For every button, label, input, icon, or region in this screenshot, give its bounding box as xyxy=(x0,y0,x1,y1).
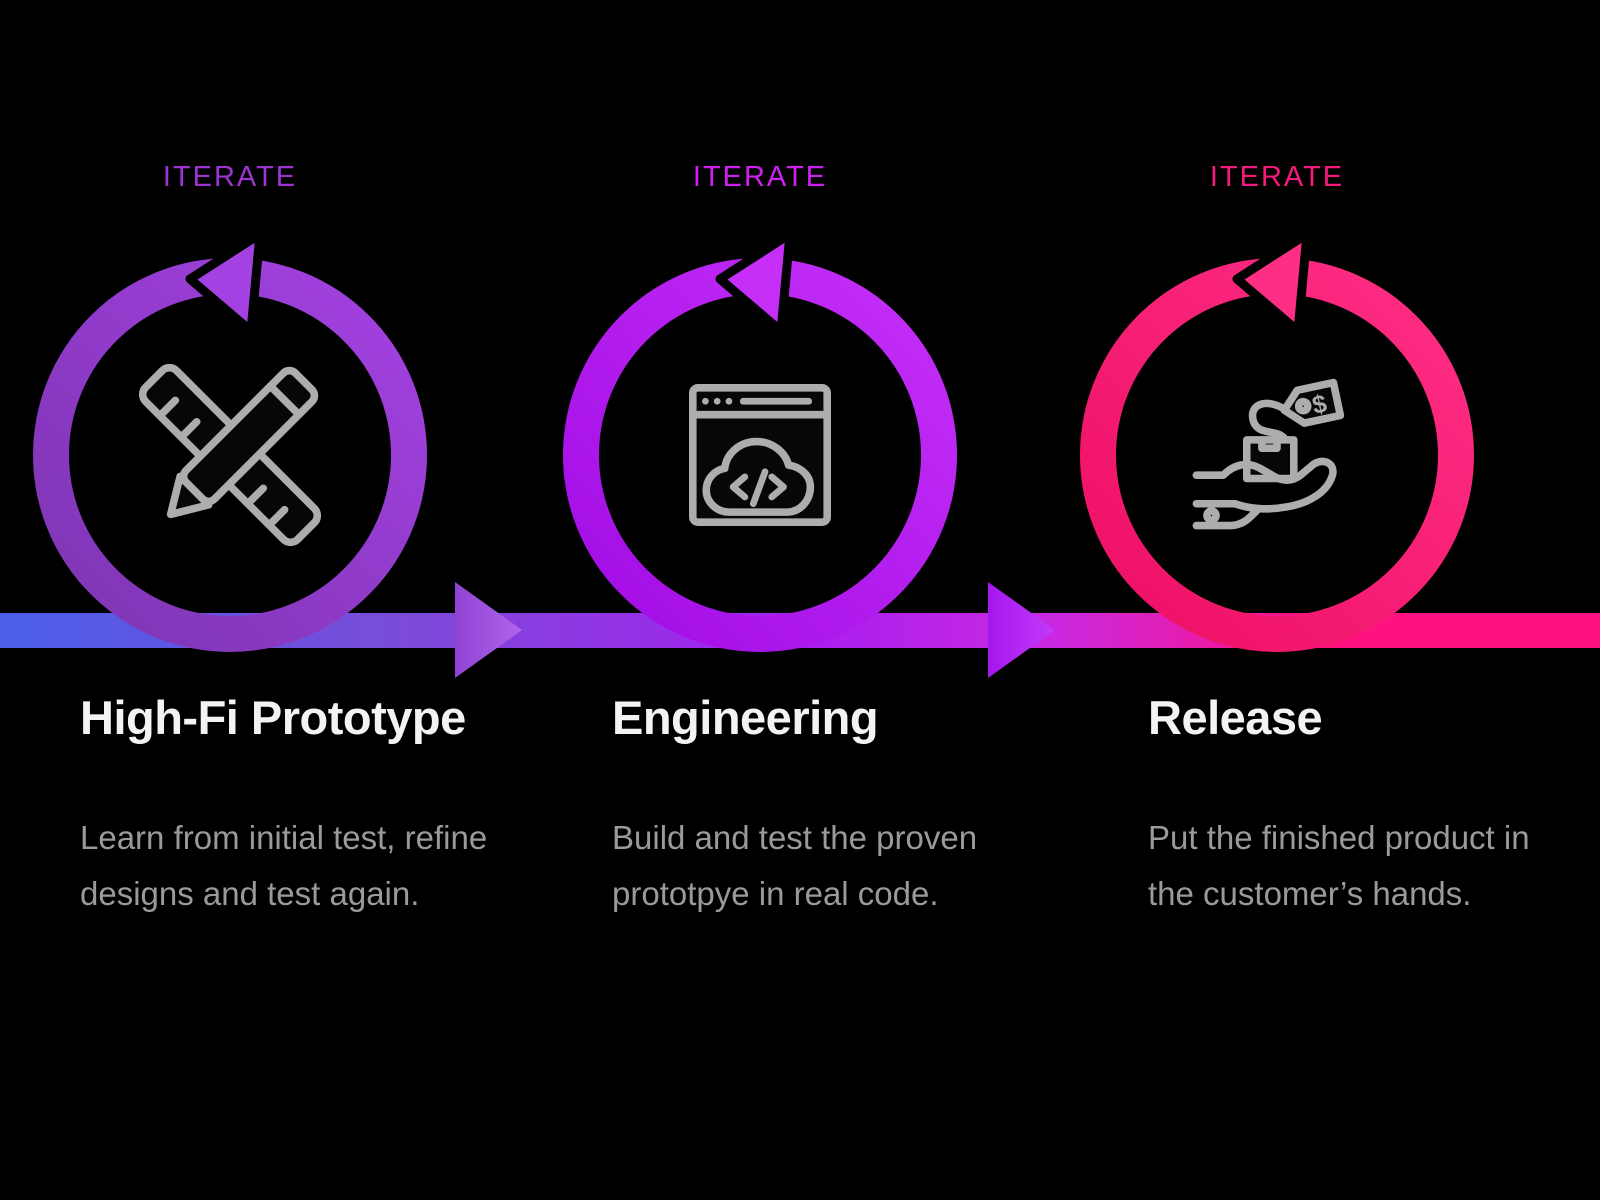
flow-arrow-2 xyxy=(988,582,1055,678)
browser-code-cloud-icon xyxy=(689,384,831,526)
cloud xyxy=(702,437,815,516)
stage-1-description-line-1: Learn from initial test, refine xyxy=(80,819,488,856)
loop-arrowhead xyxy=(1232,229,1312,336)
stage-3-description-line-1: Put the finished product in xyxy=(1148,819,1530,856)
stage-1-title: High-Fi Prototype xyxy=(80,691,466,744)
code-bracket-right xyxy=(768,473,787,501)
pencil-ruler-icon xyxy=(138,363,322,547)
code-slash xyxy=(749,468,769,508)
iterate-loop-1 xyxy=(33,229,427,652)
dollar-sign: $ xyxy=(1310,390,1330,420)
stage-2-text: Engineering Build and test the proven pr… xyxy=(612,690,1172,922)
flow-arrow-1 xyxy=(455,582,522,678)
hand-box-price-tag-icon: $ xyxy=(1192,378,1345,530)
pencil xyxy=(166,366,319,519)
stage-2-description-line-1: Build and test the proven xyxy=(612,819,978,856)
wrist-dot xyxy=(1203,507,1220,524)
stage-3-description-line-2: the customer’s hands. xyxy=(1148,875,1472,912)
stage-1-description-line-2: designs and test again. xyxy=(80,875,420,912)
stage-3-description: Put the finished product in the customer… xyxy=(1148,810,1600,922)
stage-3-title: Release xyxy=(1148,691,1323,744)
tag-string xyxy=(1248,399,1290,444)
loop-arrowhead xyxy=(185,229,265,336)
iterate-label-3: ITERATE xyxy=(1209,161,1345,193)
iterate-label-2: ITERATE xyxy=(692,161,828,193)
stage-2-description-line-2: prototpye in real code. xyxy=(612,875,939,912)
iterate-label-1: ITERATE xyxy=(162,161,298,193)
hand-palm xyxy=(1192,457,1337,513)
stage-2-title: Engineering xyxy=(612,691,879,744)
hand-wrist xyxy=(1192,506,1261,530)
code-bracket-left xyxy=(729,473,749,501)
stage-2-description: Build and test the proven prototpye in r… xyxy=(612,810,1172,922)
box-flap xyxy=(1258,436,1281,453)
iterate-loop-2 xyxy=(563,229,957,652)
stage-3-text: Release Put the finished product in the … xyxy=(1148,690,1600,922)
iterate-loop-3 xyxy=(1080,229,1474,652)
stage-1-text: High-Fi Prototype Learn from initial tes… xyxy=(80,690,640,922)
price-tag: $ xyxy=(1280,378,1345,427)
stage-1-description: Learn from initial test, refine designs … xyxy=(80,810,640,922)
loop-arrowhead xyxy=(715,229,795,336)
